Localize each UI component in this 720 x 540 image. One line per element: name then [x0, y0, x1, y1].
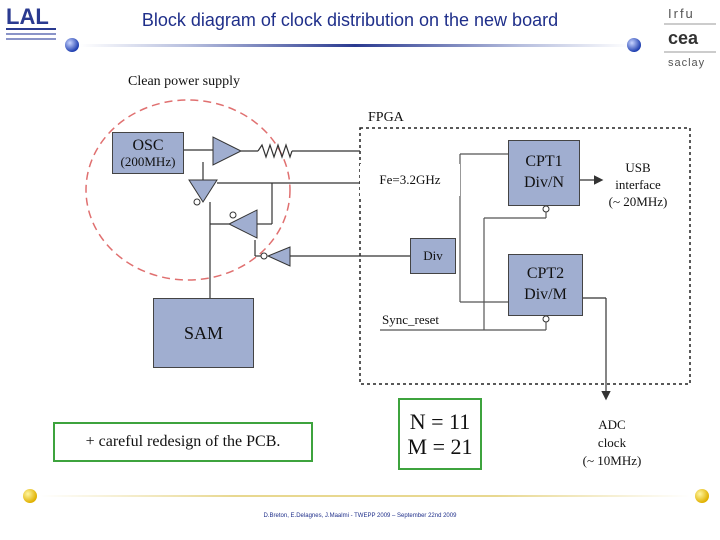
irfu-cea-logo: Irfu cea saclay — [664, 6, 716, 69]
footer-credits: D.Breton, E.Delagnes, J.Maalmi - TWEPP 2… — [263, 513, 457, 519]
buffer-2-triangle — [188, 179, 218, 203]
div-box: Div — [410, 238, 456, 274]
cea-text: cea — [668, 28, 699, 48]
irfu-text: Irfu — [668, 6, 695, 21]
buffer-4-triangle — [266, 246, 291, 267]
header-left-ball — [65, 38, 79, 52]
footer-divider-bar — [40, 495, 690, 497]
lal-logo: LAL — [6, 4, 56, 40]
usb-interface-label: USB interface (~ 20MHz) — [598, 160, 678, 211]
sam-box: SAM — [153, 298, 254, 368]
footer-left-ball — [23, 489, 37, 503]
saclay-text: saclay — [668, 57, 705, 69]
header-divider-bar — [80, 44, 630, 47]
adc-label-line3: (~ 10MHz) — [582, 453, 642, 469]
adc-clock-label: ADC clock (~ 10MHz) — [570, 416, 654, 471]
fpga-label: FPGA — [368, 110, 404, 125]
pcb-note-text: + careful redesign of the PCB. — [85, 433, 281, 450]
pcb-redesign-note: + careful redesign of the PCB. — [53, 422, 313, 462]
usb-label-line3: (~ 20MHz) — [608, 193, 668, 209]
m-value: M = 21 — [407, 434, 473, 459]
n-value: N = 11 — [409, 408, 471, 434]
cpt1-label: CPT1 — [525, 153, 563, 171]
adc-label-line1: ADC — [598, 417, 626, 432]
divider-values-note: N = 11 M = 21 — [398, 398, 482, 470]
osc-frequency: (200MHz) — [120, 153, 176, 169]
fe-box: Fe=3.2GHz — [360, 164, 460, 196]
slide-title: Block diagram of clock distribution on t… — [141, 10, 559, 30]
div-label: Div — [423, 248, 443, 263]
osc-label: OSC — [132, 137, 164, 155]
header-right-ball — [627, 38, 641, 52]
sam-label: SAM — [183, 322, 223, 343]
footer-right-ball — [695, 489, 709, 503]
cpt1-box: CPT1 Div/N — [508, 140, 580, 206]
clean-power-highlight-circle — [85, 99, 291, 281]
resistor-zigzag — [257, 143, 293, 159]
cpt1-divisor: Div/N — [524, 174, 564, 191]
sync-reset-label: Sync_reset — [382, 312, 440, 327]
clean-power-label: Clean power supply — [128, 74, 240, 89]
usb-label-line2: interface — [615, 176, 661, 192]
buffer-1-triangle — [212, 136, 243, 166]
osc-box: OSC (200MHz) — [112, 132, 184, 174]
cpt2-box: CPT2 Div/M — [508, 254, 583, 316]
cpt2-divisor: Div/M — [524, 286, 567, 303]
adc-label-line2: clock — [597, 435, 627, 451]
lal-logo-text: LAL — [6, 4, 49, 29]
fe-label: Fe=3.2GHz — [379, 172, 441, 187]
cpt2-label: CPT2 — [526, 265, 565, 283]
usb-label-line1: USB — [625, 160, 651, 175]
